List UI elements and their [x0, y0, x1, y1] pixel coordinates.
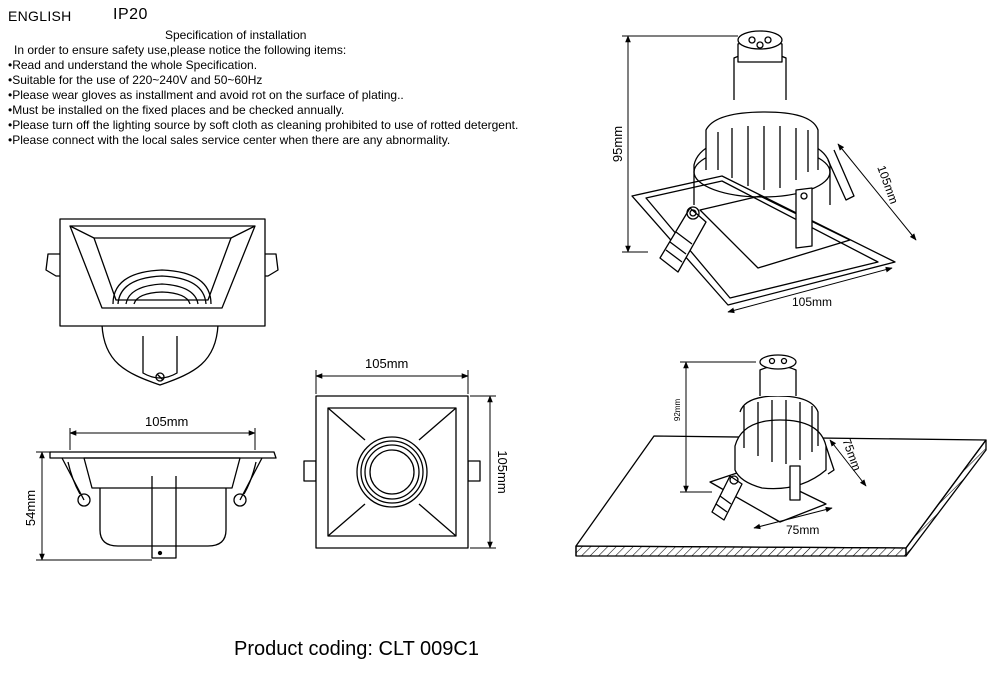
iso-height-label: 95mm — [610, 126, 625, 162]
top-view — [303, 395, 481, 549]
instruction-item: Read and understand the whole Specificat… — [8, 58, 518, 73]
instruction-item: Must be installed on the fixed places an… — [8, 103, 518, 118]
product-coding: Product coding: CLT 009C1 — [234, 638, 479, 660]
front-perspective-view — [45, 218, 279, 386]
side-elevation-view — [49, 451, 277, 559]
instruction-item: Please wear gloves as installment and av… — [8, 88, 518, 103]
isometric-fixture-view — [631, 30, 896, 306]
instruction-item: Please connect with the local sales serv… — [8, 133, 518, 148]
instruction-item: Suitable for the use of 220~240V and 50~… — [8, 73, 518, 88]
cutout-width-label: 75mm — [786, 523, 819, 537]
side-width-label: 105mm — [145, 414, 188, 429]
language-label: ENGLISH — [8, 8, 72, 24]
side-height-label: 54mm — [23, 490, 38, 526]
instructions-list: Read and understand the whole Specificat… — [8, 58, 518, 148]
instruction-item: Please turn off the lighting source by s… — [8, 118, 518, 133]
ip-rating: IP20 — [113, 6, 148, 23]
iso-width-label: 105mm — [792, 295, 832, 309]
top-height-label: 105mm — [495, 450, 510, 493]
instructions-intro: In order to ensure safety use,please not… — [14, 43, 347, 57]
isometric-cutout-view — [575, 354, 987, 557]
dimension-lines — [36, 35, 917, 561]
top-width-label: 105mm — [365, 356, 408, 371]
iso-depth-label: 105mm — [874, 163, 901, 205]
cutout-height-label: 92mm — [673, 399, 682, 422]
instructions-title: Specification of installation — [165, 28, 307, 42]
